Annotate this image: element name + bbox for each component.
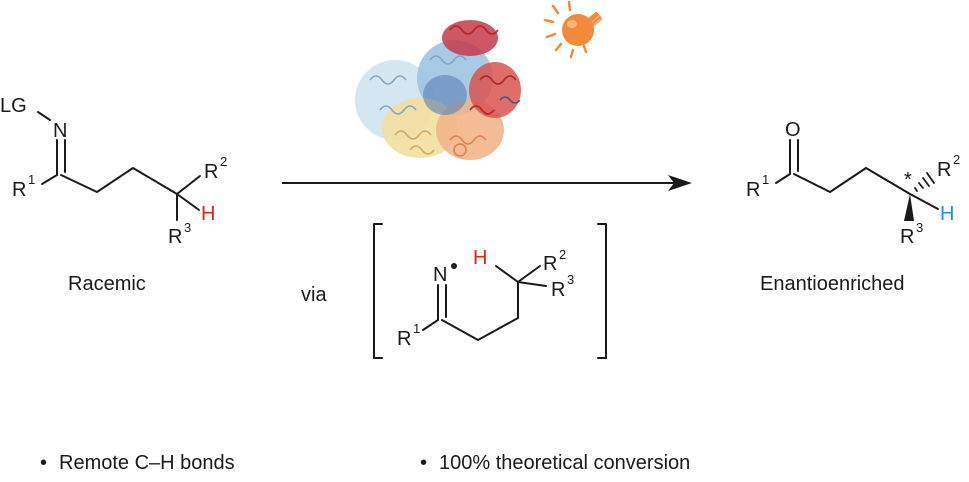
substrate-structure: LG N R 1 R 2 H R 3 <box>0 95 227 248</box>
imine-nitrogen-label: N <box>53 120 67 142</box>
remote-hydrogen-label: H <box>201 203 215 225</box>
r2-superscript: 2 <box>220 154 227 169</box>
feature-bullets: • Remote C–H bonds • 100% theoretical conv… <box>0 452 969 482</box>
bullet-theoretical-conversion: • 100% theoretical conversion <box>420 452 690 475</box>
bullet-marker: • <box>40 452 48 474</box>
product-hydrogen-label: H <box>940 203 954 225</box>
r3-label: R <box>168 226 182 248</box>
carbonyl-oxygen-label: O <box>785 119 801 141</box>
product-r1-superscript: 1 <box>762 172 769 187</box>
product-structure: O R 1 * R 2 H R 3 <box>746 119 960 248</box>
intermediate-bracket <box>373 223 607 359</box>
product-r2-label: R <box>937 159 951 181</box>
stereocenter-star: * <box>904 169 912 191</box>
product-r3-label: R <box>900 226 914 248</box>
protein-structure-icon <box>355 20 521 160</box>
intermediate-r1-label: R <box>397 328 411 350</box>
product-r2-superscript: 2 <box>953 152 960 167</box>
intermediate-r3-label: R <box>551 279 565 301</box>
r1-superscript: 1 <box>28 172 35 187</box>
bullet-text: Remote C–H bonds <box>59 452 235 474</box>
radical-nitrogen-label: N <box>433 264 447 286</box>
intermediate-r3-superscript: 3 <box>567 272 574 287</box>
bullet-text: 100% theoretical conversion <box>439 452 691 474</box>
intermediate-r1-superscript: 1 <box>413 321 420 336</box>
reaction-arrow <box>282 175 692 191</box>
bullet-marker: • <box>420 452 428 474</box>
racemic-caption: Racemic <box>68 273 146 295</box>
intermediate-r2-superscript: 2 <box>559 247 566 262</box>
via-label: via <box>301 284 327 306</box>
iminyl-radical-structure: N R 1 H R 2 R 3 <box>397 247 574 350</box>
r2-label: R <box>204 161 218 183</box>
intermediate-hydrogen-label: H <box>473 247 487 269</box>
r3-superscript: 3 <box>184 220 191 235</box>
product-r3-superscript: 3 <box>916 220 923 235</box>
leaving-group-label: LG <box>0 95 27 117</box>
bullet-remote-ch: • Remote C–H bonds <box>40 452 235 475</box>
r1-label: R <box>12 179 26 201</box>
light-bulb-icon <box>543 0 603 59</box>
product-r1-label: R <box>746 179 760 201</box>
intermediate-r2-label: R <box>543 253 557 275</box>
enantioenriched-caption: Enantioenriched <box>760 273 905 295</box>
